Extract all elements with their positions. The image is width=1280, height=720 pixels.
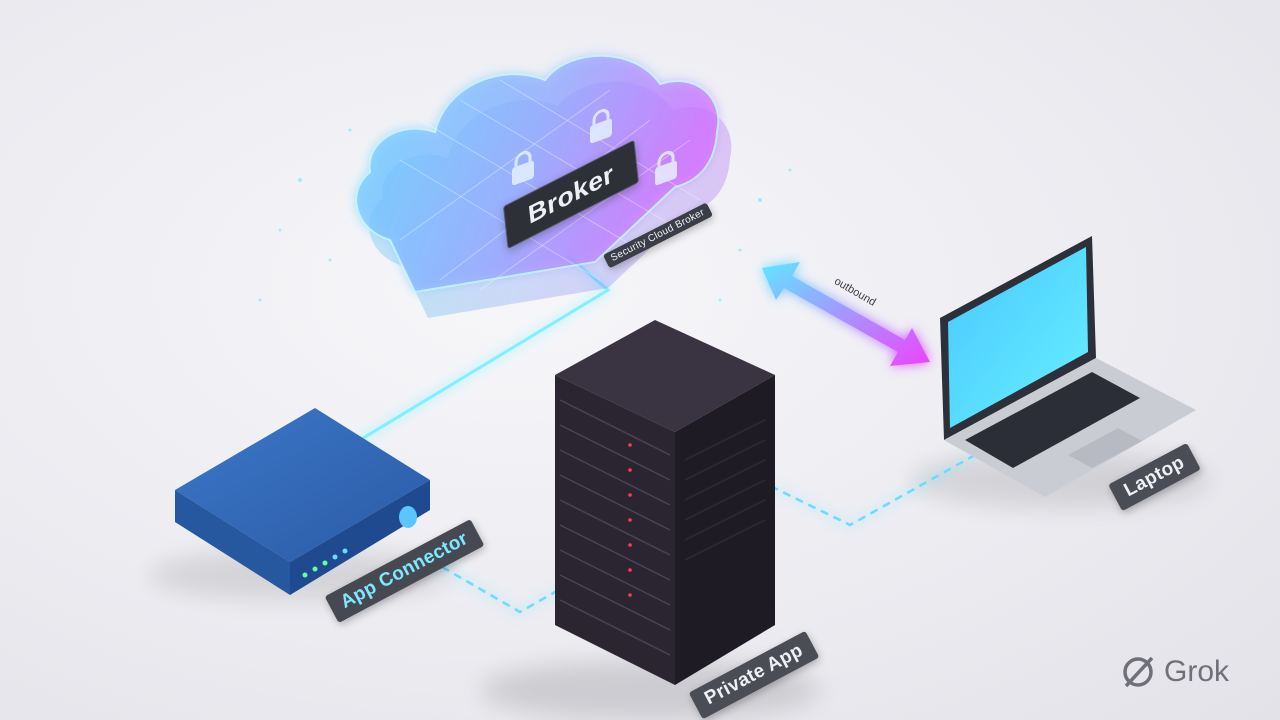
grok-logo-icon: [1123, 656, 1154, 688]
watermark-text: Grok: [1164, 655, 1230, 688]
arrow-icon: [762, 262, 930, 366]
cloud-body: [355, 54, 720, 294]
laptop-keyboard: [965, 372, 1140, 468]
server-to-laptop-dashed-link: [757, 453, 976, 527]
grok-watermark: Grok: [1118, 652, 1229, 692]
private-app-server: [555, 320, 775, 685]
lock-icon: [590, 108, 612, 144]
connector-left: [175, 490, 290, 595]
connector-knob: [399, 506, 417, 528]
connector-top: [175, 408, 430, 562]
lock-icon: [512, 150, 534, 186]
server-rack-units: [559, 399, 671, 656]
lock-icon: [655, 150, 677, 186]
glow-particles: [258, 128, 792, 302]
server-top: [555, 320, 775, 432]
server-status-lights: [628, 443, 632, 597]
server-front-left: [555, 375, 675, 685]
connector-front: [290, 480, 430, 595]
connector-leds: [302, 548, 348, 578]
app-connector-device: [175, 408, 430, 595]
connector-to-server-dashed-link: [429, 558, 586, 614]
laptop-device: [940, 236, 1196, 497]
server-vent-pattern: [684, 419, 766, 561]
laptop-screen: [948, 247, 1088, 428]
laptop-trackpad: [1068, 428, 1142, 468]
